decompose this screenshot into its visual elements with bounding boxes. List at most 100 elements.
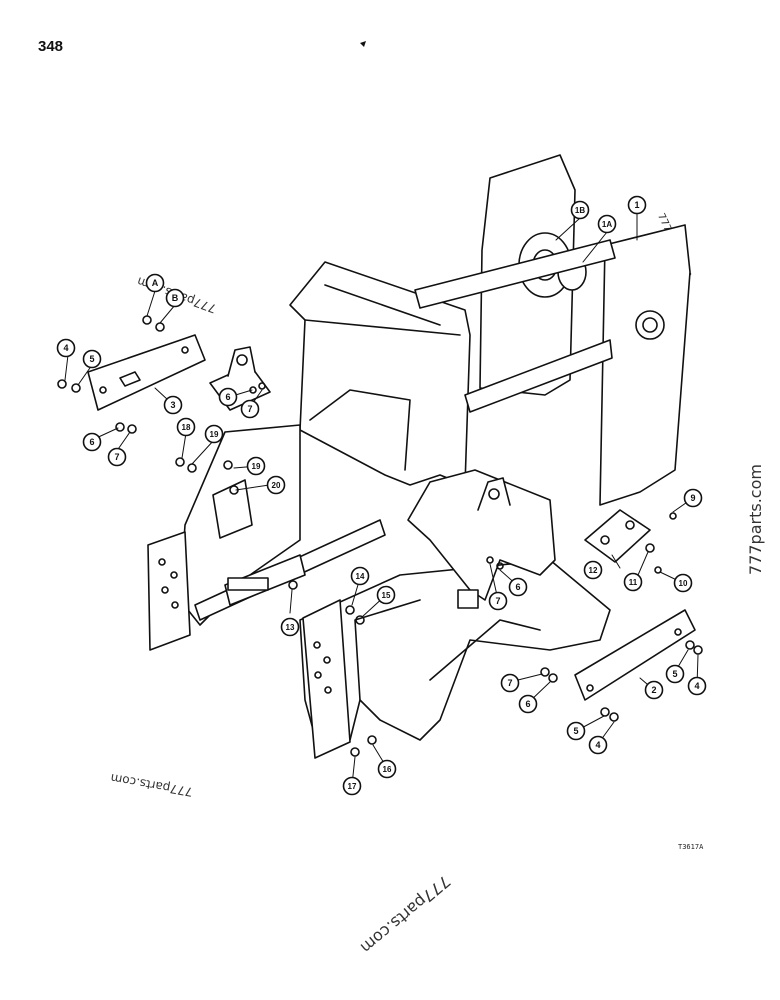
callout-label: 20 bbox=[272, 481, 281, 490]
callout-7a: 7 bbox=[107, 447, 127, 467]
callout-6b: 6 bbox=[218, 387, 238, 407]
callout-5b: 5 bbox=[665, 664, 685, 684]
callout-label: 4 bbox=[63, 343, 68, 353]
callout-19b: 19 bbox=[246, 456, 266, 476]
callout-bubble bbox=[644, 680, 664, 700]
callout-bubble bbox=[82, 432, 102, 452]
figure-code: T3617A bbox=[678, 843, 704, 851]
callout-1b: 1B bbox=[570, 200, 590, 220]
callout-bubble bbox=[566, 721, 586, 741]
callout-bubble bbox=[350, 566, 370, 586]
callout-bubble bbox=[673, 573, 693, 593]
callout-1: 1 bbox=[627, 195, 647, 215]
left-mount-bracket bbox=[147, 531, 191, 651]
callout-label: 3 bbox=[170, 400, 175, 410]
callout-11: 11 bbox=[623, 572, 643, 592]
callout-bubble bbox=[163, 395, 183, 415]
callout-label: 19 bbox=[252, 462, 261, 471]
front-mount-plate bbox=[87, 334, 206, 411]
callout-bubble bbox=[82, 349, 102, 369]
callout-bubble bbox=[176, 417, 196, 437]
callout-label: 5 bbox=[672, 669, 677, 679]
callout-bubble bbox=[597, 214, 617, 234]
callout-bubble bbox=[627, 195, 647, 215]
callout-label: 9 bbox=[690, 493, 695, 503]
callout-bubble bbox=[246, 456, 266, 476]
callout-6d: 6 bbox=[518, 694, 538, 714]
callout-label: 7 bbox=[114, 452, 119, 462]
callout-7b: 7 bbox=[240, 399, 260, 419]
callout-label: 7 bbox=[495, 596, 500, 606]
callout-7c: 7 bbox=[488, 591, 508, 611]
rear-pillow-block bbox=[584, 509, 651, 563]
callout-4b: 4 bbox=[687, 676, 707, 696]
callout-bubble bbox=[570, 200, 590, 220]
callout-bubble bbox=[376, 585, 396, 605]
callout-label: 1A bbox=[602, 220, 612, 229]
callout-label: 7 bbox=[507, 678, 512, 688]
pillow-block-left bbox=[209, 346, 271, 411]
right-side-plate bbox=[599, 224, 691, 506]
callout-label: 12 bbox=[589, 566, 598, 575]
callout-label: A bbox=[152, 278, 159, 288]
rear-mount-plate bbox=[574, 609, 696, 701]
callout-label: 1 bbox=[634, 200, 639, 210]
spacer-block bbox=[227, 577, 269, 591]
callout-17: 17 bbox=[342, 776, 362, 796]
callout-label: 16 bbox=[383, 765, 392, 774]
callout-bubble bbox=[683, 488, 703, 508]
callout-bubble bbox=[56, 338, 76, 358]
center-housing bbox=[407, 469, 556, 601]
callout-bubble bbox=[266, 475, 286, 495]
callout-6c: 6 bbox=[508, 577, 528, 597]
spacer-block bbox=[457, 589, 479, 609]
callout-label: 17 bbox=[348, 782, 357, 791]
callout-20: 20 bbox=[266, 475, 286, 495]
page-number: 348 bbox=[38, 38, 64, 55]
callout-14: 14 bbox=[350, 566, 370, 586]
callout-bubble bbox=[204, 424, 224, 444]
callout-bubble bbox=[508, 577, 528, 597]
callout-bubble bbox=[583, 560, 603, 580]
registration-mark bbox=[360, 41, 366, 47]
callout-label: 18 bbox=[182, 423, 191, 432]
callout-12: 12 bbox=[583, 560, 603, 580]
callout-label: 2 bbox=[651, 685, 656, 695]
callout-label: B bbox=[172, 293, 179, 303]
callout-b: B bbox=[165, 288, 185, 308]
callout-19a: 19 bbox=[204, 424, 224, 444]
callout-bubble bbox=[342, 776, 362, 796]
callout-bubble bbox=[623, 572, 643, 592]
callout-13: 13 bbox=[280, 617, 300, 637]
callout-bubble bbox=[687, 676, 707, 696]
callout-bubble bbox=[240, 399, 260, 419]
callout-4c: 4 bbox=[588, 735, 608, 755]
callout-a: A bbox=[145, 273, 165, 293]
callout-10: 10 bbox=[673, 573, 693, 593]
callout-2: 2 bbox=[644, 680, 664, 700]
callout-bubble bbox=[377, 759, 397, 779]
callout-bubble bbox=[588, 735, 608, 755]
callout-bubble bbox=[665, 664, 685, 684]
callout-label: 7 bbox=[247, 404, 252, 414]
callout-5a: 5 bbox=[82, 349, 102, 369]
callout-bubble bbox=[145, 273, 165, 293]
callout-16: 16 bbox=[377, 759, 397, 779]
callout-bubble bbox=[218, 387, 238, 407]
callout-bubble bbox=[280, 617, 300, 637]
callout-bubble bbox=[165, 288, 185, 308]
front-lower-bracket bbox=[302, 599, 351, 759]
callout-label: 6 bbox=[89, 437, 94, 447]
callout-label: 5 bbox=[89, 354, 94, 364]
callout-label: 6 bbox=[225, 392, 230, 402]
callout-18: 18 bbox=[176, 417, 196, 437]
callout-label: 5 bbox=[573, 726, 578, 736]
callout-label: 4 bbox=[595, 740, 600, 750]
callout-label: 19 bbox=[210, 430, 219, 439]
callout-bubble bbox=[488, 591, 508, 611]
callout-label: 10 bbox=[679, 579, 688, 588]
callout-label: 4 bbox=[694, 681, 699, 691]
